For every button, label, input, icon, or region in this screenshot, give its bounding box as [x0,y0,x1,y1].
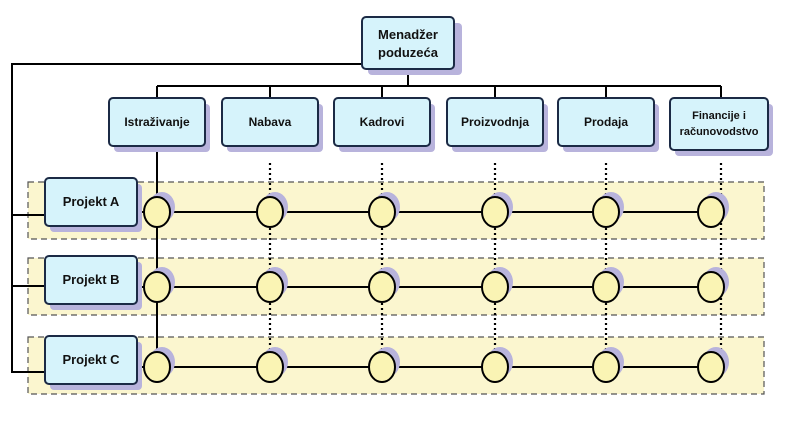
node-project-a-dept-6[interactable] [697,196,725,228]
department-label: Prodaja [584,115,628,129]
node-project-a-dept-1[interactable] [143,196,171,228]
dotted-verticals [268,163,723,367]
department-dept-1[interactable]: Istraživanje [108,97,210,152]
manager-box-frame [361,16,455,70]
department-box [108,97,206,147]
department-box [446,97,544,147]
node-project-c-dept-6[interactable] [697,351,725,383]
department-label-line2: računovodstvo [680,126,759,138]
department-box [221,97,319,147]
node-project-b-dept-2[interactable] [256,271,284,303]
node-project-a-dept-3[interactable] [368,196,396,228]
department-dept-2[interactable]: Nabava [221,97,323,152]
project-box [44,177,138,227]
department-box [557,97,655,147]
node-project-c-dept-1[interactable] [143,351,171,383]
department-dept-6[interactable]: Financije i računovodstvo [669,97,773,156]
department-label: Nabava [249,115,292,129]
node-project-a-dept-2[interactable] [256,196,284,228]
project-box-c[interactable]: Projekt C [44,335,142,390]
department-box [669,97,769,151]
project-label: Projekt B [62,272,119,287]
node-project-c-dept-2[interactable] [256,351,284,383]
node-project-b-dept-4[interactable] [481,271,509,303]
project-box [44,255,138,305]
project-label: Projekt C [62,352,120,367]
node-project-a-dept-4[interactable] [481,196,509,228]
manager-box[interactable]: Menadžer poduzeća [361,16,462,75]
node-project-b-dept-5[interactable] [592,271,620,303]
project-box-b[interactable]: Projekt B [44,255,142,310]
project-label: Projekt A [63,194,120,209]
node-project-b-dept-3[interactable] [368,271,396,303]
department-dept-5[interactable]: Prodaja [557,97,659,152]
department-box [333,97,431,147]
project-box-a[interactable]: Projekt A [44,177,142,232]
node-project-c-dept-3[interactable] [368,351,396,383]
department-label-line1: Financije i [692,110,746,122]
department-dept-3[interactable]: Kadrovi [333,97,435,152]
node-project-a-dept-5[interactable] [592,196,620,228]
node-project-b-dept-6[interactable] [697,271,725,303]
manager-to-projects-spine [11,63,363,373]
department-dept-4[interactable]: Proizvodnja [446,97,548,152]
manager-title-line2: poduzeća [378,45,439,60]
matrix-nodes [143,192,729,383]
node-project-c-dept-4[interactable] [481,351,509,383]
department-label: Kadrovi [360,115,405,129]
department-label: Proizvodnja [461,115,529,129]
node-project-c-dept-5[interactable] [592,351,620,383]
project-box [44,335,138,385]
department-label: Istraživanje [124,115,190,129]
manager-title-line1: Menadžer [378,27,438,42]
node-project-b-dept-1[interactable] [143,271,171,303]
